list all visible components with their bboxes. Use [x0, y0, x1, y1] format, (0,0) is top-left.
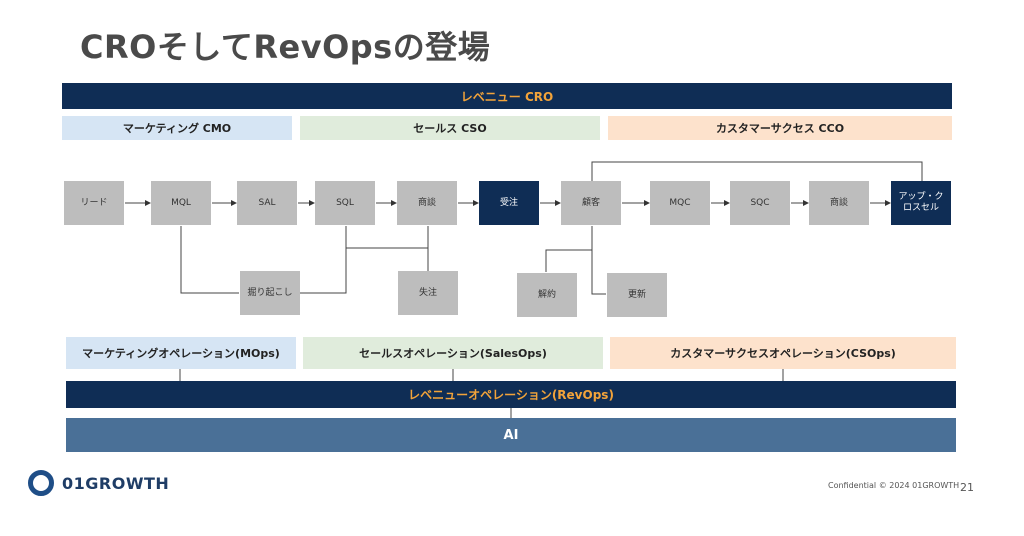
node-mqc: MQC — [650, 181, 710, 225]
ai-bar: AI — [66, 418, 956, 452]
revenue-cro-bar: レベニュー CRO — [62, 83, 952, 109]
sales-cso-header: セールス CSO — [300, 116, 600, 140]
cs-cco-label: カスタマーサクセス CCO — [715, 122, 845, 135]
node-upsell-line2: ロスセル — [902, 203, 939, 213]
node-order: 受注 — [479, 181, 539, 225]
logo-ring-icon — [28, 470, 54, 496]
mops-header: マーケティングオペレーション(MOps) — [66, 337, 296, 369]
cs-cco-header: カスタマーサクセス CCO — [608, 116, 952, 140]
company-logo: 01GROWTH — [28, 470, 169, 496]
node-mql: MQL — [151, 181, 211, 225]
page-title: CROそしてRevOpsの登場 — [80, 28, 491, 66]
node-upsell: アップ・ク ロスセル — [891, 181, 951, 225]
sales-cso-label: セールス CSO — [413, 122, 487, 135]
revenue-cro-label: レベニュー CRO — [460, 89, 554, 104]
revops-bar: レベニューオペレーション(RevOps) — [66, 381, 956, 408]
salesops-header: セールスオペレーション(SalesOps) — [303, 337, 603, 369]
mops-label: マーケティングオペレーション(MOps) — [82, 347, 280, 360]
csops-label: カスタマーサクセスオペレーション(CSOps) — [670, 347, 896, 360]
node-upsell-line1: アップ・ク — [898, 192, 944, 203]
node-sal: SAL — [237, 181, 297, 225]
marketing-cmo-label: マーケティング CMO — [122, 122, 232, 135]
node-lead: リード — [64, 181, 124, 225]
node-customer: 顧客 — [561, 181, 621, 225]
revops-label: レベニューオペレーション(RevOps) — [408, 388, 614, 402]
node-lost: 失注 — [398, 271, 458, 315]
node-deal-cs: 商談 — [809, 181, 869, 225]
ai-label: AI — [503, 427, 519, 443]
salesops-label: セールスオペレーション(SalesOps) — [359, 347, 547, 360]
node-churn: 解約 — [517, 273, 577, 317]
csops-header: カスタマーサクセスオペレーション(CSOps) — [610, 337, 956, 369]
page-number: 21 — [960, 481, 974, 494]
node-sql: SQL — [315, 181, 375, 225]
node-renewal: 更新 — [607, 273, 667, 317]
marketing-cmo-header: マーケティング CMO — [62, 116, 292, 140]
footer-copyright: Confidential © 2024 01GROWTH — [828, 481, 960, 490]
node-deal-sales: 商談 — [397, 181, 457, 225]
node-sqc: SQC — [730, 181, 790, 225]
node-dig-up: 掘り起こし — [240, 271, 300, 315]
logo-text: 01GROWTH — [62, 473, 170, 493]
